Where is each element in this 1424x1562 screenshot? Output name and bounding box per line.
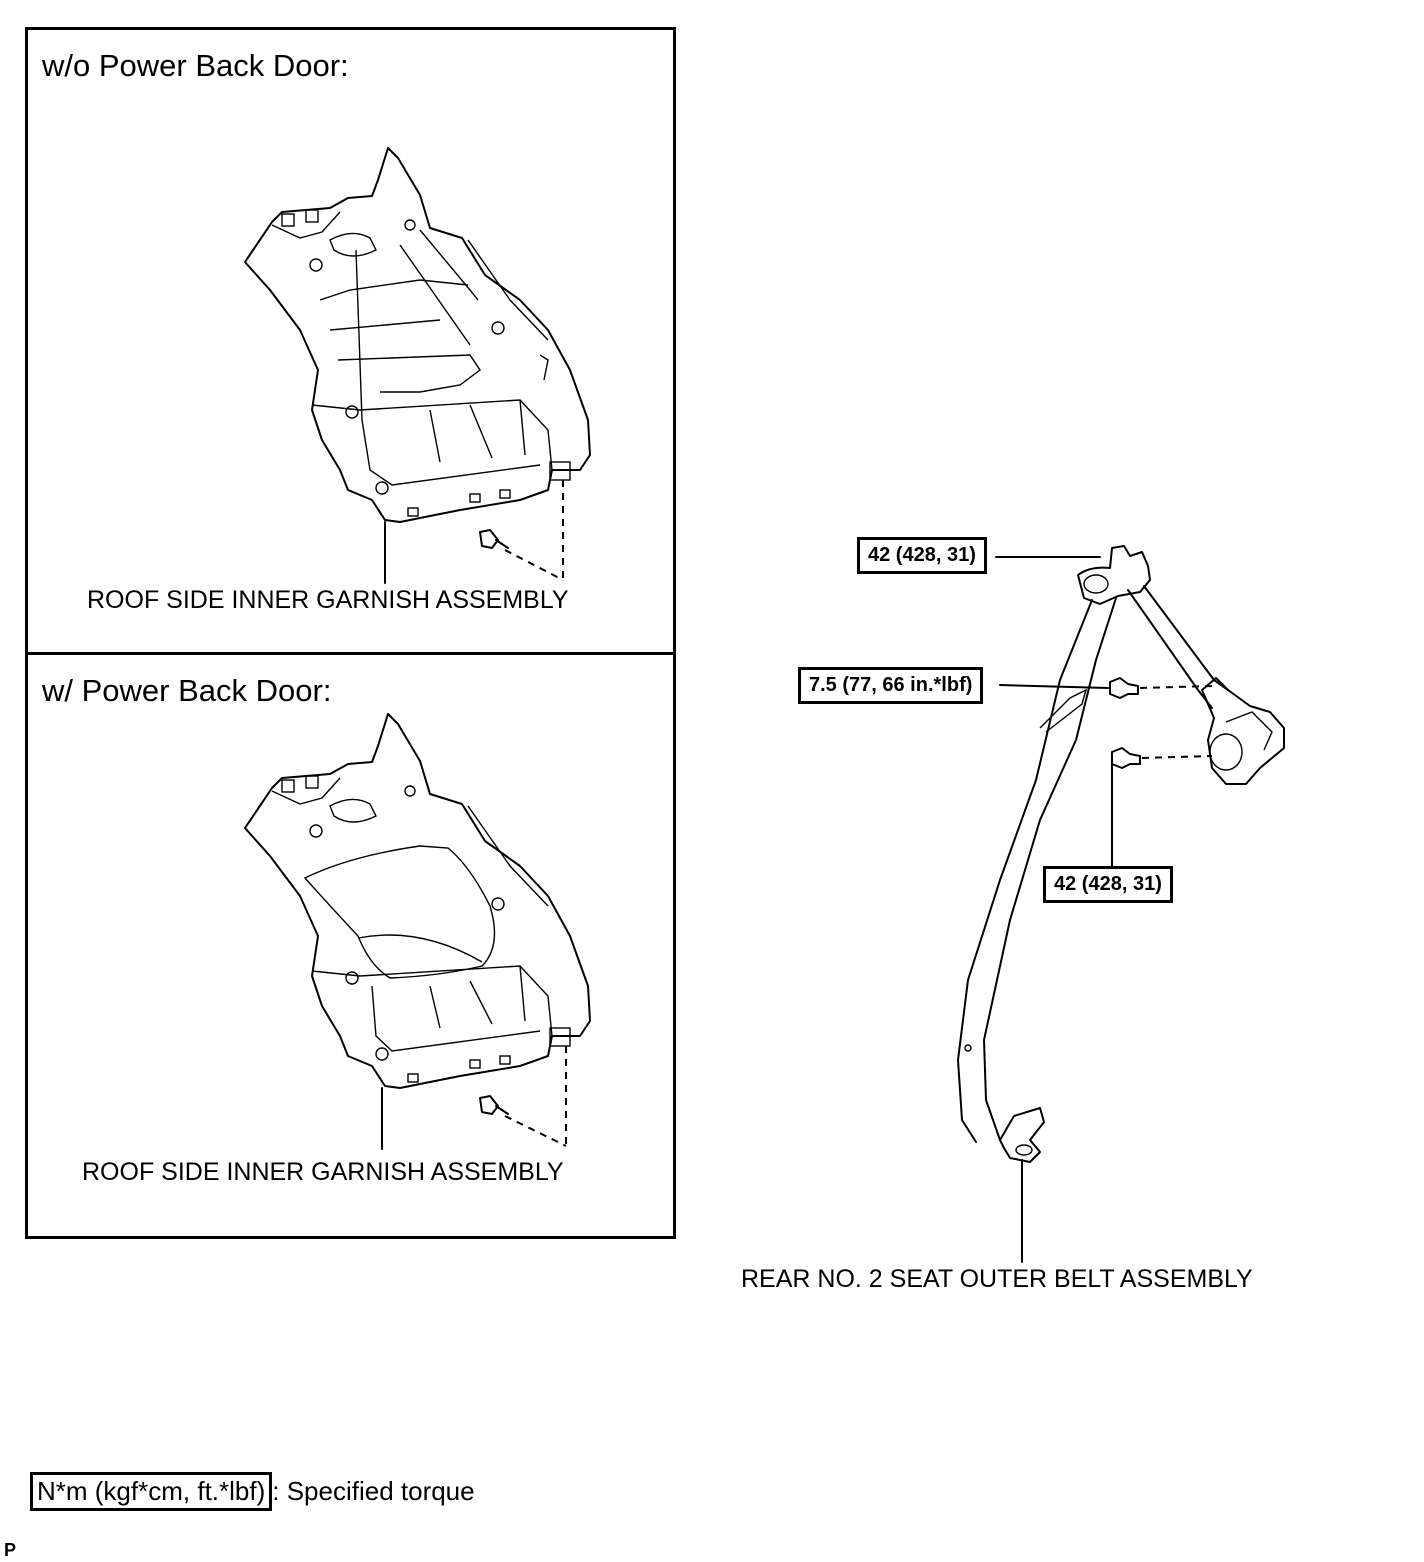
torque-legend: N*m (kgf*cm, ft.*lbf): Specified torque — [30, 1472, 475, 1511]
torque-callout-upper-anchor: 42 (428, 31) — [857, 537, 987, 574]
panel-heading: w/o Power Back Door: — [42, 48, 349, 83]
panel-heading: w/ Power Back Door: — [42, 673, 332, 708]
torque-callout-retractor-lower-bolt: 42 (428, 31) — [1043, 866, 1173, 903]
rear-seat-outer-belt-label: REAR NO. 2 SEAT OUTER BELT ASSEMBLY — [741, 1265, 1253, 1293]
legend-torque-box: N*m (kgf*cm, ft.*lbf) — [30, 1472, 273, 1511]
page-marker: P — [4, 1540, 17, 1560]
roof-side-inner-garnish-label-top: ROOF SIDE INNER GARNISH ASSEMBLY — [87, 586, 569, 614]
legend-description: : Specified torque — [272, 1476, 475, 1506]
panel-with-power-back-door: w/ Power Back Door: — [25, 652, 676, 1239]
torque-callout-retractor-upper-bolt: 7.5 (77, 66 in.*lbf) — [798, 667, 984, 704]
roof-side-inner-garnish-label-bottom: ROOF SIDE INNER GARNISH ASSEMBLY — [82, 1158, 564, 1186]
